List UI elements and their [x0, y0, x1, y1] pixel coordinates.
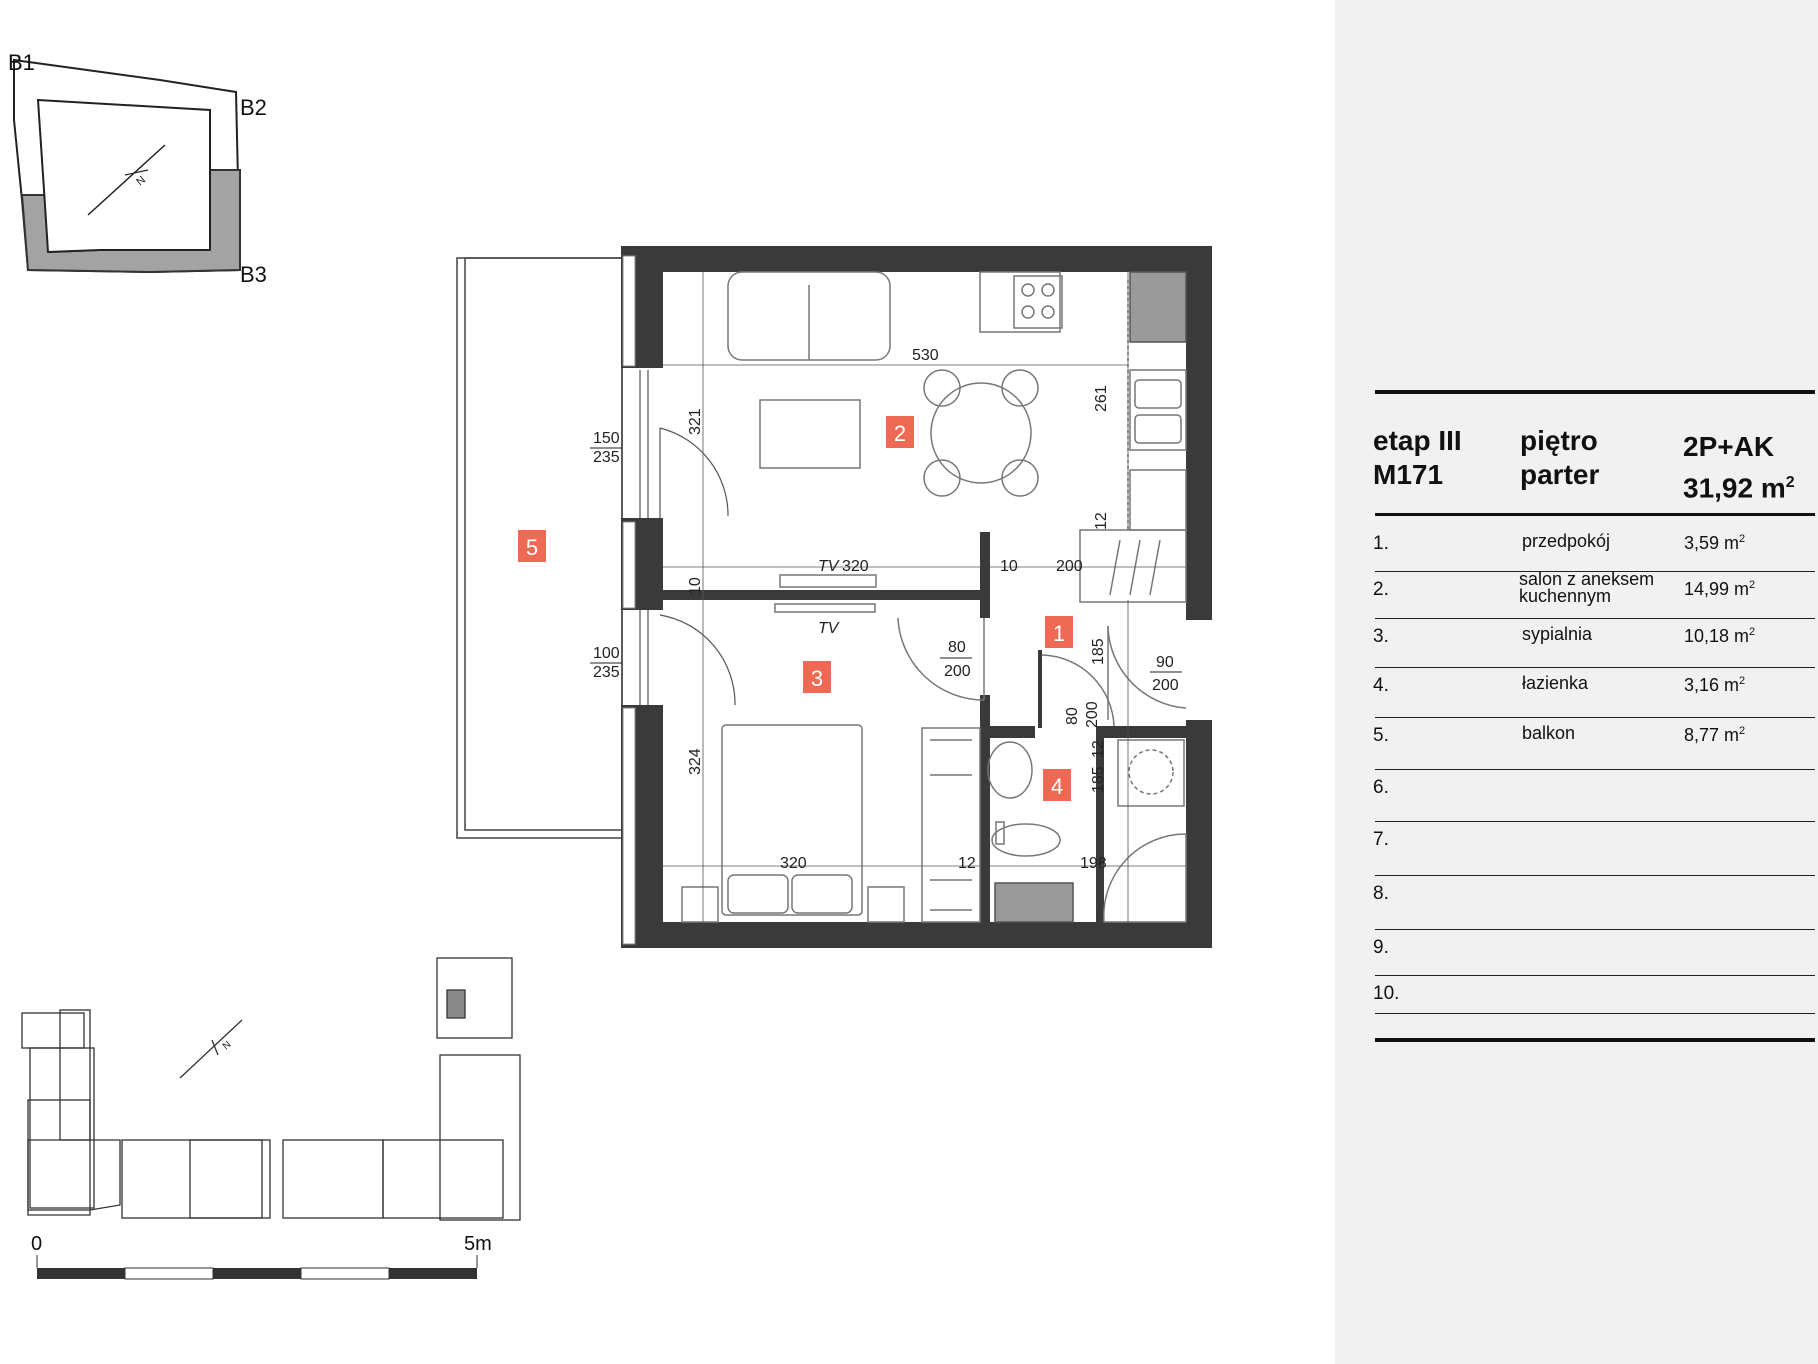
room-row-area: 10,18 m2: [1684, 626, 1756, 646]
room-row-number: 2.: [1373, 579, 1389, 600]
dim-235a: 235: [593, 449, 620, 466]
room-row-number: 3.: [1373, 626, 1389, 647]
room-row-divider: [1375, 571, 1815, 572]
room-row-divider: [1375, 667, 1815, 668]
room-row-area: 3,59 m2: [1684, 533, 1746, 553]
bathroom-fixtures: [987, 625, 1187, 923]
room-badge-1: 1: [1053, 621, 1065, 646]
dim-235b: 235: [593, 664, 620, 681]
dim-320a: 320: [842, 558, 869, 575]
svg-text:N: N: [221, 1039, 234, 1052]
dim-321: 321: [687, 408, 704, 435]
west-openings: [639, 370, 736, 706]
room-row-number: 8.: [1373, 883, 1389, 904]
dim-324: 324: [687, 748, 704, 775]
dim-12a: 12: [1093, 512, 1110, 530]
room-badge-4: 4: [1051, 774, 1063, 799]
room-row-number: 1.: [1373, 533, 1389, 554]
site-plan: N: [21, 957, 521, 1221]
dim-200a: 200: [1056, 558, 1083, 575]
key-label-b3: B3: [240, 262, 267, 287]
total-area: 31,92 m2: [1683, 472, 1795, 504]
header-top-rule: [1375, 390, 1815, 394]
tv-label-2: TV: [818, 620, 840, 637]
room-row-number: 7.: [1373, 829, 1389, 850]
dim-200c: 200: [1152, 677, 1179, 694]
key-plan: N: [13, 58, 242, 274]
dimension-lines: [663, 272, 1186, 922]
floor-value: parter: [1520, 459, 1600, 490]
dim-80a: 80: [948, 639, 966, 656]
room-row-name: przedpokój: [1522, 531, 1611, 551]
room-badge-3: 3: [811, 666, 823, 691]
dim-10a: 10: [1000, 558, 1018, 575]
room-row-divider: [1375, 821, 1815, 822]
dim-261: 261: [1093, 385, 1110, 412]
room-row-divider: [1375, 618, 1815, 619]
dim-200b: 200: [944, 663, 971, 680]
unit-code: M171: [1373, 459, 1444, 490]
key-label-b1: B1: [8, 50, 35, 75]
dim-198: 198: [1080, 855, 1107, 872]
summary-panel: etap III M171 piętro parter 2P+AK 31,92 …: [1335, 0, 1818, 1364]
room-badge-2: 2: [894, 421, 906, 446]
living-furniture: [727, 271, 1187, 603]
room-row-number: 5.: [1373, 725, 1389, 746]
dim-150: 150: [593, 430, 620, 447]
dim-90: 90: [1156, 654, 1174, 671]
dim-320b: 320: [780, 855, 807, 872]
room-row-number: 4.: [1373, 675, 1389, 696]
room-badge-5: 5: [526, 535, 538, 560]
room-row-name: salon z aneksem kuchennym: [1519, 569, 1655, 606]
scale-bar: [36, 1255, 478, 1280]
unit-type: 2P+AK: [1683, 431, 1775, 462]
dim-185a: 185: [1090, 638, 1107, 665]
dim-530: 530: [912, 347, 939, 364]
scale-start: 0: [31, 1233, 42, 1255]
room-row-area: 14,99 m2: [1684, 579, 1756, 599]
floor-label: piętro: [1520, 425, 1598, 456]
stage-label: etap III: [1373, 425, 1462, 456]
room-row-divider: [1375, 875, 1815, 876]
room-row-divider: [1375, 929, 1815, 930]
room-row-area: 8,77 m2: [1684, 725, 1746, 745]
tv-label-1: TV: [818, 558, 840, 575]
dim-100: 100: [593, 645, 620, 662]
room-row-divider: [1375, 975, 1815, 976]
room-row-divider: [1375, 717, 1815, 718]
header-bottom-rule: [1375, 513, 1815, 516]
room-row-number: 10.: [1373, 983, 1400, 1004]
dim-200d: 200: [1084, 701, 1101, 728]
dim-80b: 80: [1064, 707, 1081, 725]
room-badges: 1 2 3 4 5: [518, 416, 1073, 801]
key-label-b2: B2: [240, 95, 267, 120]
scale-end: 5m: [464, 1233, 492, 1255]
room-row-divider: [1375, 1013, 1815, 1014]
floor-plan-area: N B1 B2 B3: [8, 50, 1212, 1280]
room-row-area: 3,16 m2: [1684, 675, 1746, 695]
room-row-divider: [1375, 769, 1815, 770]
floor-plan-drawing: N B1 B2 B3: [8, 50, 1212, 1280]
room-row-name: balkon: [1522, 723, 1576, 743]
room-row-name: sypialnia: [1522, 624, 1593, 644]
dim-12b: 12: [1090, 740, 1107, 758]
room-row-name: łazienka: [1522, 673, 1589, 693]
dim-10b: 10: [687, 577, 704, 595]
dim-185b: 185: [1090, 766, 1107, 793]
table-bottom-rule: [1375, 1038, 1815, 1042]
window-hatching: [622, 255, 636, 945]
room-row-number: 6.: [1373, 777, 1389, 798]
bedroom-furniture: [681, 574, 985, 923]
room-row-number: 9.: [1373, 937, 1389, 958]
dim-12c: 12: [958, 855, 976, 872]
